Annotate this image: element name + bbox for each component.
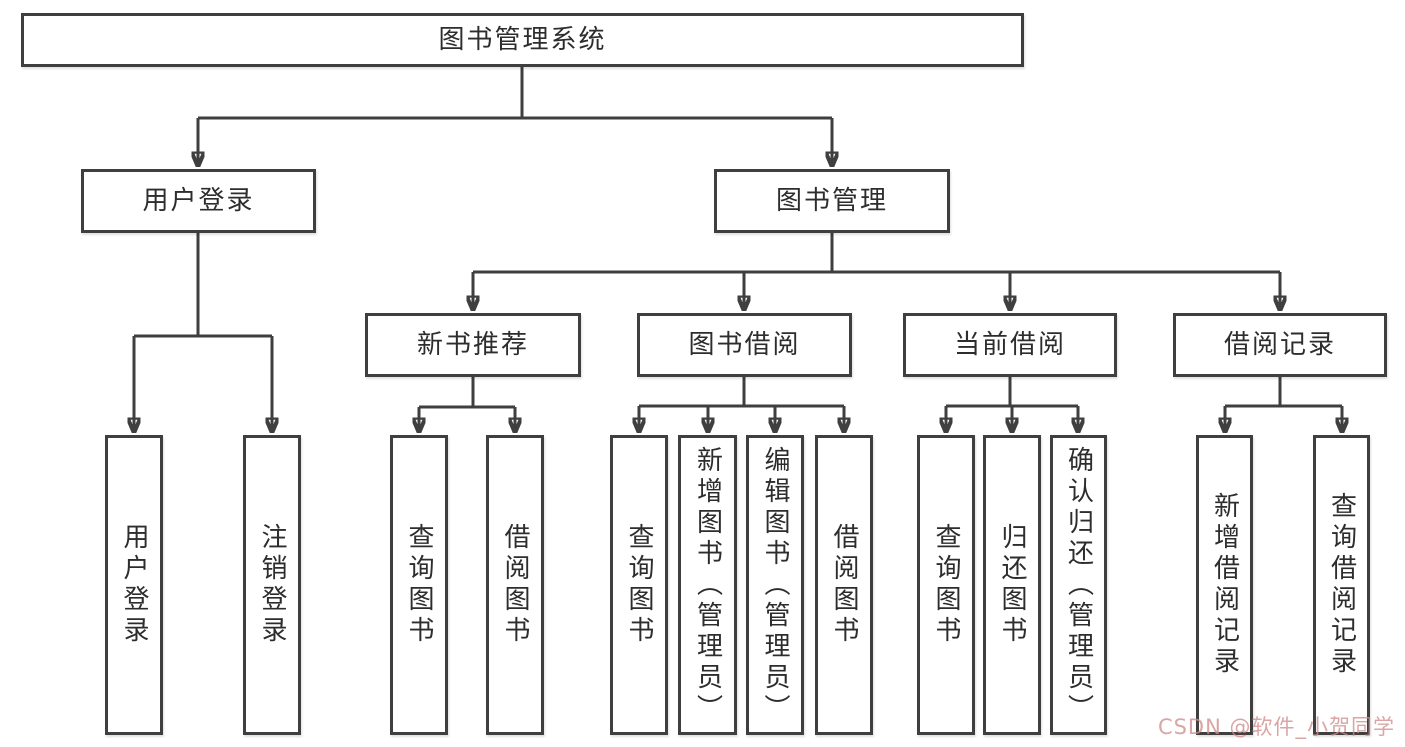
leaf-logout: 注销登录 (243, 435, 301, 735)
connector-current-borrow-children (946, 377, 1078, 433)
leaf-query-books-current: 查询图书 (917, 435, 975, 735)
connector-new-book-children (419, 377, 515, 433)
node-book-borrow: 图书借阅 (637, 313, 852, 377)
node-current-borrow: 当前借阅 (903, 313, 1117, 377)
leaf-query-books-borrow: 查询图书 (610, 435, 668, 735)
leaf-query-borrow-record: 查询借阅记录 (1313, 435, 1370, 735)
connector-borrow-record-children (1225, 377, 1342, 433)
node-borrow-records: 借阅记录 (1173, 313, 1387, 377)
leaf-confirm-return-admin: 确认归还（管理员） (1050, 435, 1107, 735)
node-user-login: 用户登录 (81, 169, 316, 233)
connector-book-management-children (473, 233, 1280, 311)
connector-user-login-children (134, 233, 272, 433)
connector-book-borrow-children (639, 377, 844, 433)
leaf-user-login: 用户登录 (105, 435, 163, 735)
leaf-edit-books-admin: 编辑图书（管理员） (746, 435, 804, 735)
connector-root-to-level1 (198, 67, 832, 167)
leaf-add-books-admin: 新增图书（管理员） (678, 435, 737, 735)
node-root: 图书管理系统 (21, 13, 1024, 67)
leaf-borrow-books-recommend: 借阅图书 (486, 435, 544, 735)
node-book-management: 图书管理 (714, 169, 950, 233)
leaf-borrow-books: 借阅图书 (815, 435, 873, 735)
leaf-query-books-recommend: 查询图书 (390, 435, 448, 735)
leaf-add-borrow-record: 新增借阅记录 (1196, 435, 1253, 735)
node-new-book-recommend: 新书推荐 (365, 313, 581, 377)
leaf-return-books: 归还图书 (983, 435, 1041, 735)
watermark: CSDN @软件_小贺同学 (1157, 715, 1395, 739)
